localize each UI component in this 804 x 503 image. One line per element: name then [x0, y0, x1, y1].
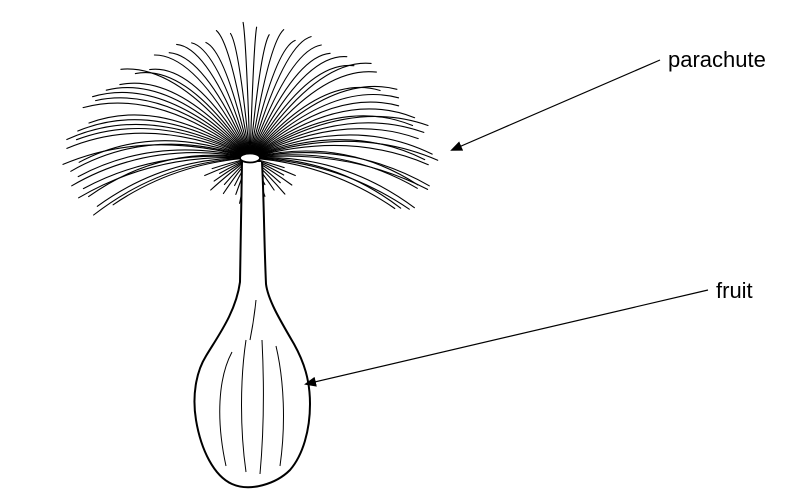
fruit-label: fruit: [716, 280, 753, 302]
pappus-disc: [240, 154, 260, 163]
fruit-leader-arrow: [306, 290, 708, 384]
parachute-leader-arrow: [452, 60, 660, 150]
parachute-hair: [78, 120, 250, 158]
parachute-label: parachute: [668, 49, 766, 71]
parachute-hair: [250, 86, 397, 158]
parachute-hair: [250, 158, 401, 208]
stalk: [194, 162, 310, 487]
